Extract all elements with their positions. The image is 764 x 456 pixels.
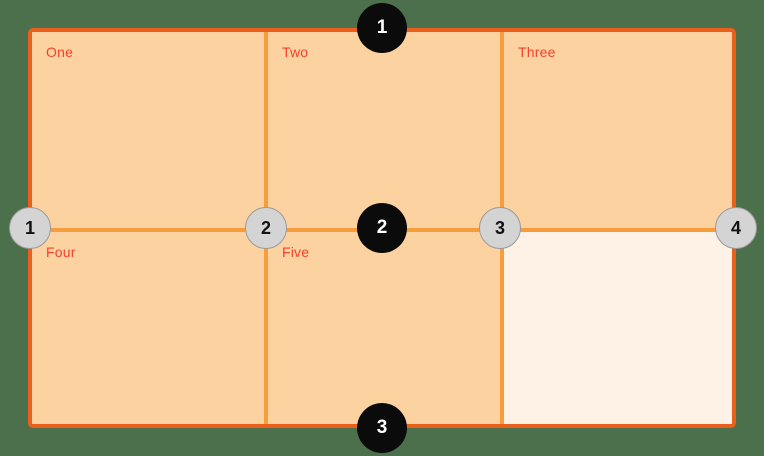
- grid-gap-marker-top[interactable]: 1: [357, 3, 407, 53]
- grid-line-handle-1[interactable]: 1: [9, 207, 51, 249]
- grid-line-handle-2[interactable]: 2: [245, 207, 287, 249]
- grid-line-handle-label: 3: [494, 217, 505, 238]
- grid-area-label-two: Two: [282, 44, 309, 60]
- grid-gap-marker-label: 3: [376, 417, 388, 438]
- grid-area-label-four: Four: [46, 244, 76, 260]
- grid-area-two[interactable]: Two: [268, 32, 500, 228]
- grid-gap-marker-bottom[interactable]: 3: [357, 403, 407, 453]
- grid-line-handle-label: 4: [730, 217, 741, 238]
- grid-area-label-five: Five: [282, 244, 310, 260]
- grid-area-four[interactable]: Four: [32, 232, 264, 424]
- grid-area-label-one: One: [46, 44, 74, 60]
- grid-gap-marker-center[interactable]: 2: [357, 203, 407, 253]
- grid-area-empty[interactable]: [504, 232, 732, 424]
- grid-area-label-three: Three: [518, 44, 556, 60]
- grid-frame: One Two Three Four Five: [28, 28, 736, 428]
- grid-gap-marker-label: 2: [376, 217, 388, 238]
- grid-line-handle-4[interactable]: 4: [715, 207, 757, 249]
- grid-line-handle-3[interactable]: 3: [479, 207, 521, 249]
- grid-line-handle-label: 2: [260, 217, 271, 238]
- grid-line-handle-label: 1: [24, 217, 35, 238]
- grid-gap-marker-label: 1: [376, 17, 388, 38]
- grid-area-five[interactable]: Five: [268, 232, 500, 424]
- grid-area-three[interactable]: Three: [504, 32, 732, 228]
- grid-area-one[interactable]: One: [32, 32, 264, 228]
